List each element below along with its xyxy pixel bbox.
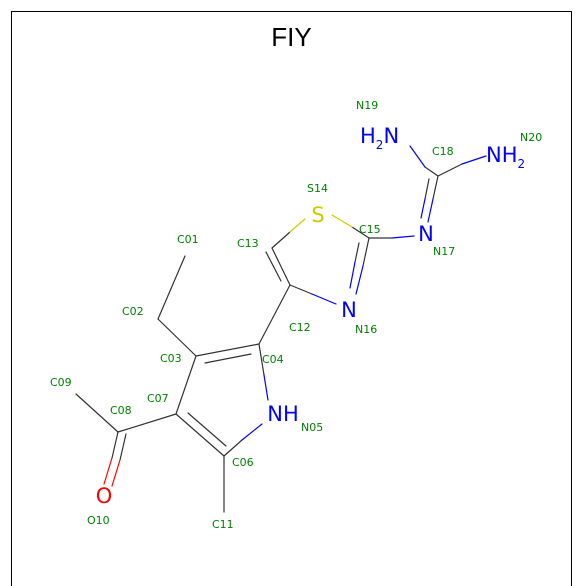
bond-c07-c06-inner: [187, 412, 227, 447]
atom-label-n17: N17: [433, 245, 455, 258]
atom-label-o10: O10: [87, 514, 110, 527]
element-n16: N: [341, 298, 357, 322]
bond-c03-c04: [195, 343, 260, 357]
bond-c06-n05-c: [223, 439, 243, 457]
atom-label-c01: C01: [177, 233, 199, 246]
atom-labels: C01 C02 C03 C04 N05 C06 C07 C08 C09 O10 …: [50, 99, 542, 531]
bond-c08-o10-c: [111, 431, 119, 459]
bond-c04-c12: [258, 284, 291, 345]
bond-c13-s14-c: [271, 231, 291, 249]
bond-c18-n17-n: [427, 198, 434, 223]
element-o10: O: [96, 484, 113, 508]
atom-label-s14: S14: [307, 182, 328, 195]
element-s14: S: [311, 203, 324, 227]
bond-c15-n16-n: [355, 265, 364, 295]
hetero-bonds: [103, 145, 487, 487]
bond-c03-c04-inner: [204, 353, 252, 364]
atom-label-n19: N19: [356, 99, 378, 112]
bond-c08-o10-o-inner: [111, 459, 121, 487]
bond-c08-o10-o: [103, 457, 113, 485]
bond-c08-o10-c-inner: [119, 433, 127, 461]
bond-c15-n16-c: [362, 237, 370, 267]
bond-c18-n17-c-inner: [424, 178, 430, 200]
bond-c12-n16-n: [311, 293, 337, 305]
atom-label-c13: C13: [237, 237, 259, 250]
bond-c12-c13-inner: [265, 251, 282, 282]
bond-c03-c07: [175, 355, 197, 415]
bond-c12-c13: [271, 247, 291, 286]
bond-c01-c02: [157, 255, 186, 320]
bond-c15-s14-s: [331, 214, 353, 228]
atom-label-c15: C15: [359, 223, 381, 236]
atom-label-c03: C03: [160, 352, 182, 365]
atom-label-c07: C07: [147, 392, 169, 405]
bond-c02-c03: [157, 318, 197, 357]
bond-c07-c06: [175, 413, 225, 457]
bond-c18-n17-c: [432, 175, 439, 200]
atom-label-c11: C11: [212, 518, 234, 531]
bond-c18-n20-n: [461, 155, 487, 165]
atom-label-c09: C09: [50, 376, 72, 389]
bond-c15-n16-n-inner: [349, 261, 356, 289]
bond-c15-n16-c-inner: [354, 242, 360, 263]
bonds: [75, 163, 463, 513]
atom-label-c12: C12: [289, 321, 311, 334]
molecule-title: FIY: [271, 22, 312, 52]
atom-label-c18: C18: [432, 145, 454, 158]
bond-c15-n17-n: [391, 235, 415, 239]
bond-c18-n20-c: [437, 163, 463, 177]
atom-label-c06: C06: [232, 456, 254, 469]
bond-c18-n19-c: [424, 166, 439, 177]
element-n20: NH2: [486, 143, 525, 171]
bond-c18-n19-n: [409, 145, 426, 168]
bond-c07-c08: [117, 413, 177, 433]
element-n19: H2N: [360, 124, 399, 152]
diagram-frame: [11, 11, 572, 586]
bond-c08-c09: [75, 393, 119, 433]
bond-c12-n16-c: [289, 284, 313, 295]
bond-c04-n05-c: [258, 343, 265, 376]
atom-label-n05: N05: [301, 421, 323, 434]
bond-c18-n17-n-inner: [420, 198, 426, 219]
bond-c04-n05-n: [263, 374, 269, 401]
atom-label-n20: N20: [520, 131, 542, 144]
atom-label-c02: C02: [122, 305, 144, 318]
bond-c15-s14-c: [351, 226, 370, 239]
atom-label-n16: N16: [355, 323, 377, 336]
element-n05: NH: [267, 402, 299, 426]
bond-c06-n05-n: [241, 423, 263, 441]
element-symbols: S N N NH O H2N NH2: [96, 124, 525, 508]
bond-c13-s14-s: [289, 218, 306, 233]
atom-label-c08: C08: [110, 404, 132, 417]
atom-label-c04: C04: [262, 353, 284, 366]
element-n17: N: [418, 222, 434, 246]
